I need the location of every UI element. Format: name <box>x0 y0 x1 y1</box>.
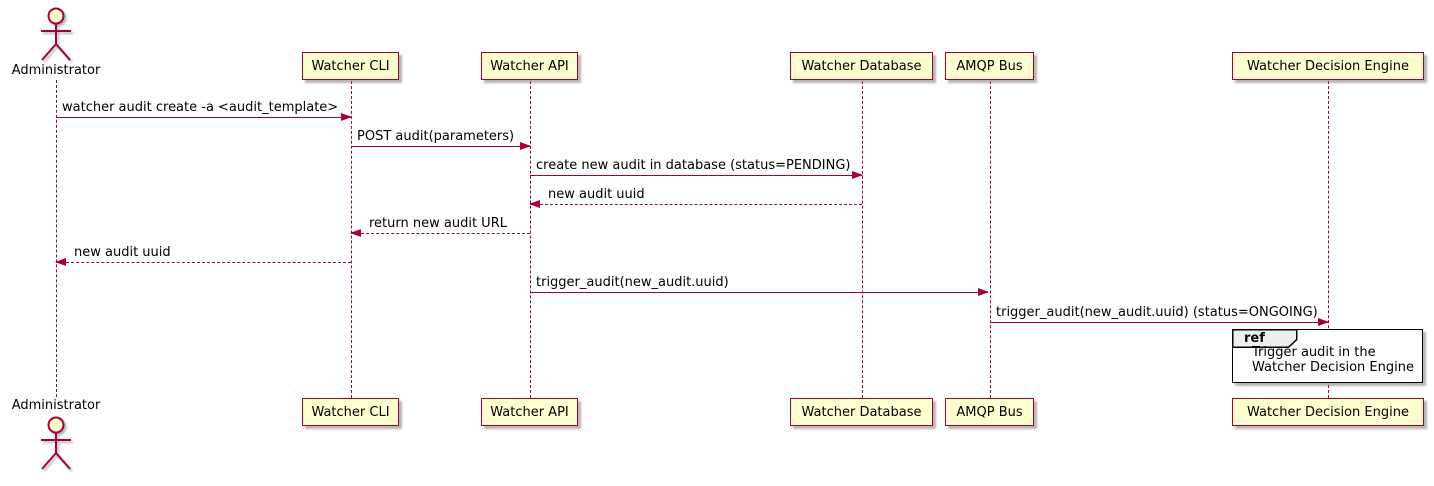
message-label: watcher audit create -a <audit_template> <box>62 100 339 115</box>
arrow-right-icon <box>520 142 531 150</box>
message-label: new audit uuid <box>548 187 645 202</box>
arrow-right-icon <box>852 171 863 179</box>
ref-line-2: Watcher Decision Engine <box>1252 360 1414 375</box>
participant-label: Watcher CLI <box>311 58 390 74</box>
participant-label: Watcher API <box>490 58 569 74</box>
arrow-right-icon <box>978 288 989 296</box>
participant-label: AMQP Bus <box>956 58 1023 74</box>
participant-watcher-cli-top: Watcher CLI <box>302 52 399 80</box>
message-return-audit-url: return new audit URL <box>350 216 530 237</box>
ref-fragment: ref Trigger audit in the Watcher Decisio… <box>1232 329 1423 383</box>
arrow-right-icon <box>1318 318 1329 326</box>
lifeline-watcher-cli <box>351 81 352 398</box>
lifeline-amqp-bus <box>990 81 991 398</box>
arrow-right-icon <box>341 113 352 121</box>
ref-tab-icon <box>1232 329 1298 348</box>
participant-label: Watcher API <box>490 404 569 420</box>
ref-keyword: ref <box>1244 331 1265 346</box>
administrator-actor-icon <box>41 416 71 470</box>
participant-watcher-decision-engine-top: Watcher Decision Engine <box>1232 52 1424 80</box>
message-trigger-audit-ongoing: trigger_audit(new_audit.uuid) (status=ON… <box>990 305 1329 326</box>
participant-watcher-database-bottom: Watcher Database <box>790 398 933 426</box>
lifeline-administrator <box>56 80 57 397</box>
message-create-audit-db: create new audit in database (status=PEN… <box>530 158 863 179</box>
message-label: create new audit in database (status=PEN… <box>536 158 851 173</box>
participant-label: Watcher CLI <box>311 404 390 420</box>
participant-label: Watcher Decision Engine <box>1247 404 1409 420</box>
administrator-actor-icon <box>41 7 71 61</box>
message-label: trigger_audit(new_audit.uuid) <box>536 275 729 290</box>
message-label: new audit uuid <box>74 245 171 260</box>
participant-watcher-api-bottom: Watcher API <box>481 398 578 426</box>
message-post-audit: POST audit(parameters) <box>351 129 531 150</box>
lifeline-watcher-decision-engine <box>1328 81 1329 398</box>
message-label: trigger_audit(new_audit.uuid) (status=ON… <box>996 305 1318 320</box>
message-label: return new audit URL <box>369 216 507 231</box>
arrow-left-icon <box>55 258 66 266</box>
message-trigger-audit: trigger_audit(new_audit.uuid) <box>530 275 989 296</box>
message-audit-create: watcher audit create -a <audit_template> <box>56 100 352 121</box>
participant-label: Watcher Database <box>801 58 922 74</box>
participant-amqp-bus-top: AMQP Bus <box>945 52 1034 80</box>
participant-watcher-api-top: Watcher API <box>481 52 578 80</box>
participant-watcher-database-top: Watcher Database <box>790 52 933 80</box>
message-new-audit-uuid-admin: new audit uuid <box>55 245 351 266</box>
participant-label: AMQP Bus <box>956 404 1023 420</box>
participant-administrator-top-label: Administrator <box>11 63 101 78</box>
participant-amqp-bus-bottom: AMQP Bus <box>945 398 1034 426</box>
participant-label: Watcher Decision Engine <box>1247 58 1409 74</box>
message-label: POST audit(parameters) <box>357 129 515 144</box>
participant-watcher-cli-bottom: Watcher CLI <box>302 398 399 426</box>
arrow-left-icon <box>529 200 540 208</box>
lifeline-watcher-api <box>530 81 531 398</box>
participant-label: Watcher Database <box>801 404 922 420</box>
participant-watcher-decision-engine-bottom: Watcher Decision Engine <box>1232 398 1424 426</box>
ref-line-1: Trigger audit in the <box>1252 345 1376 360</box>
participant-administrator-bottom-label: Administrator <box>11 398 101 413</box>
message-new-audit-uuid-db: new audit uuid <box>529 187 862 208</box>
arrow-left-icon <box>350 229 361 237</box>
lifeline-watcher-database <box>862 81 863 398</box>
